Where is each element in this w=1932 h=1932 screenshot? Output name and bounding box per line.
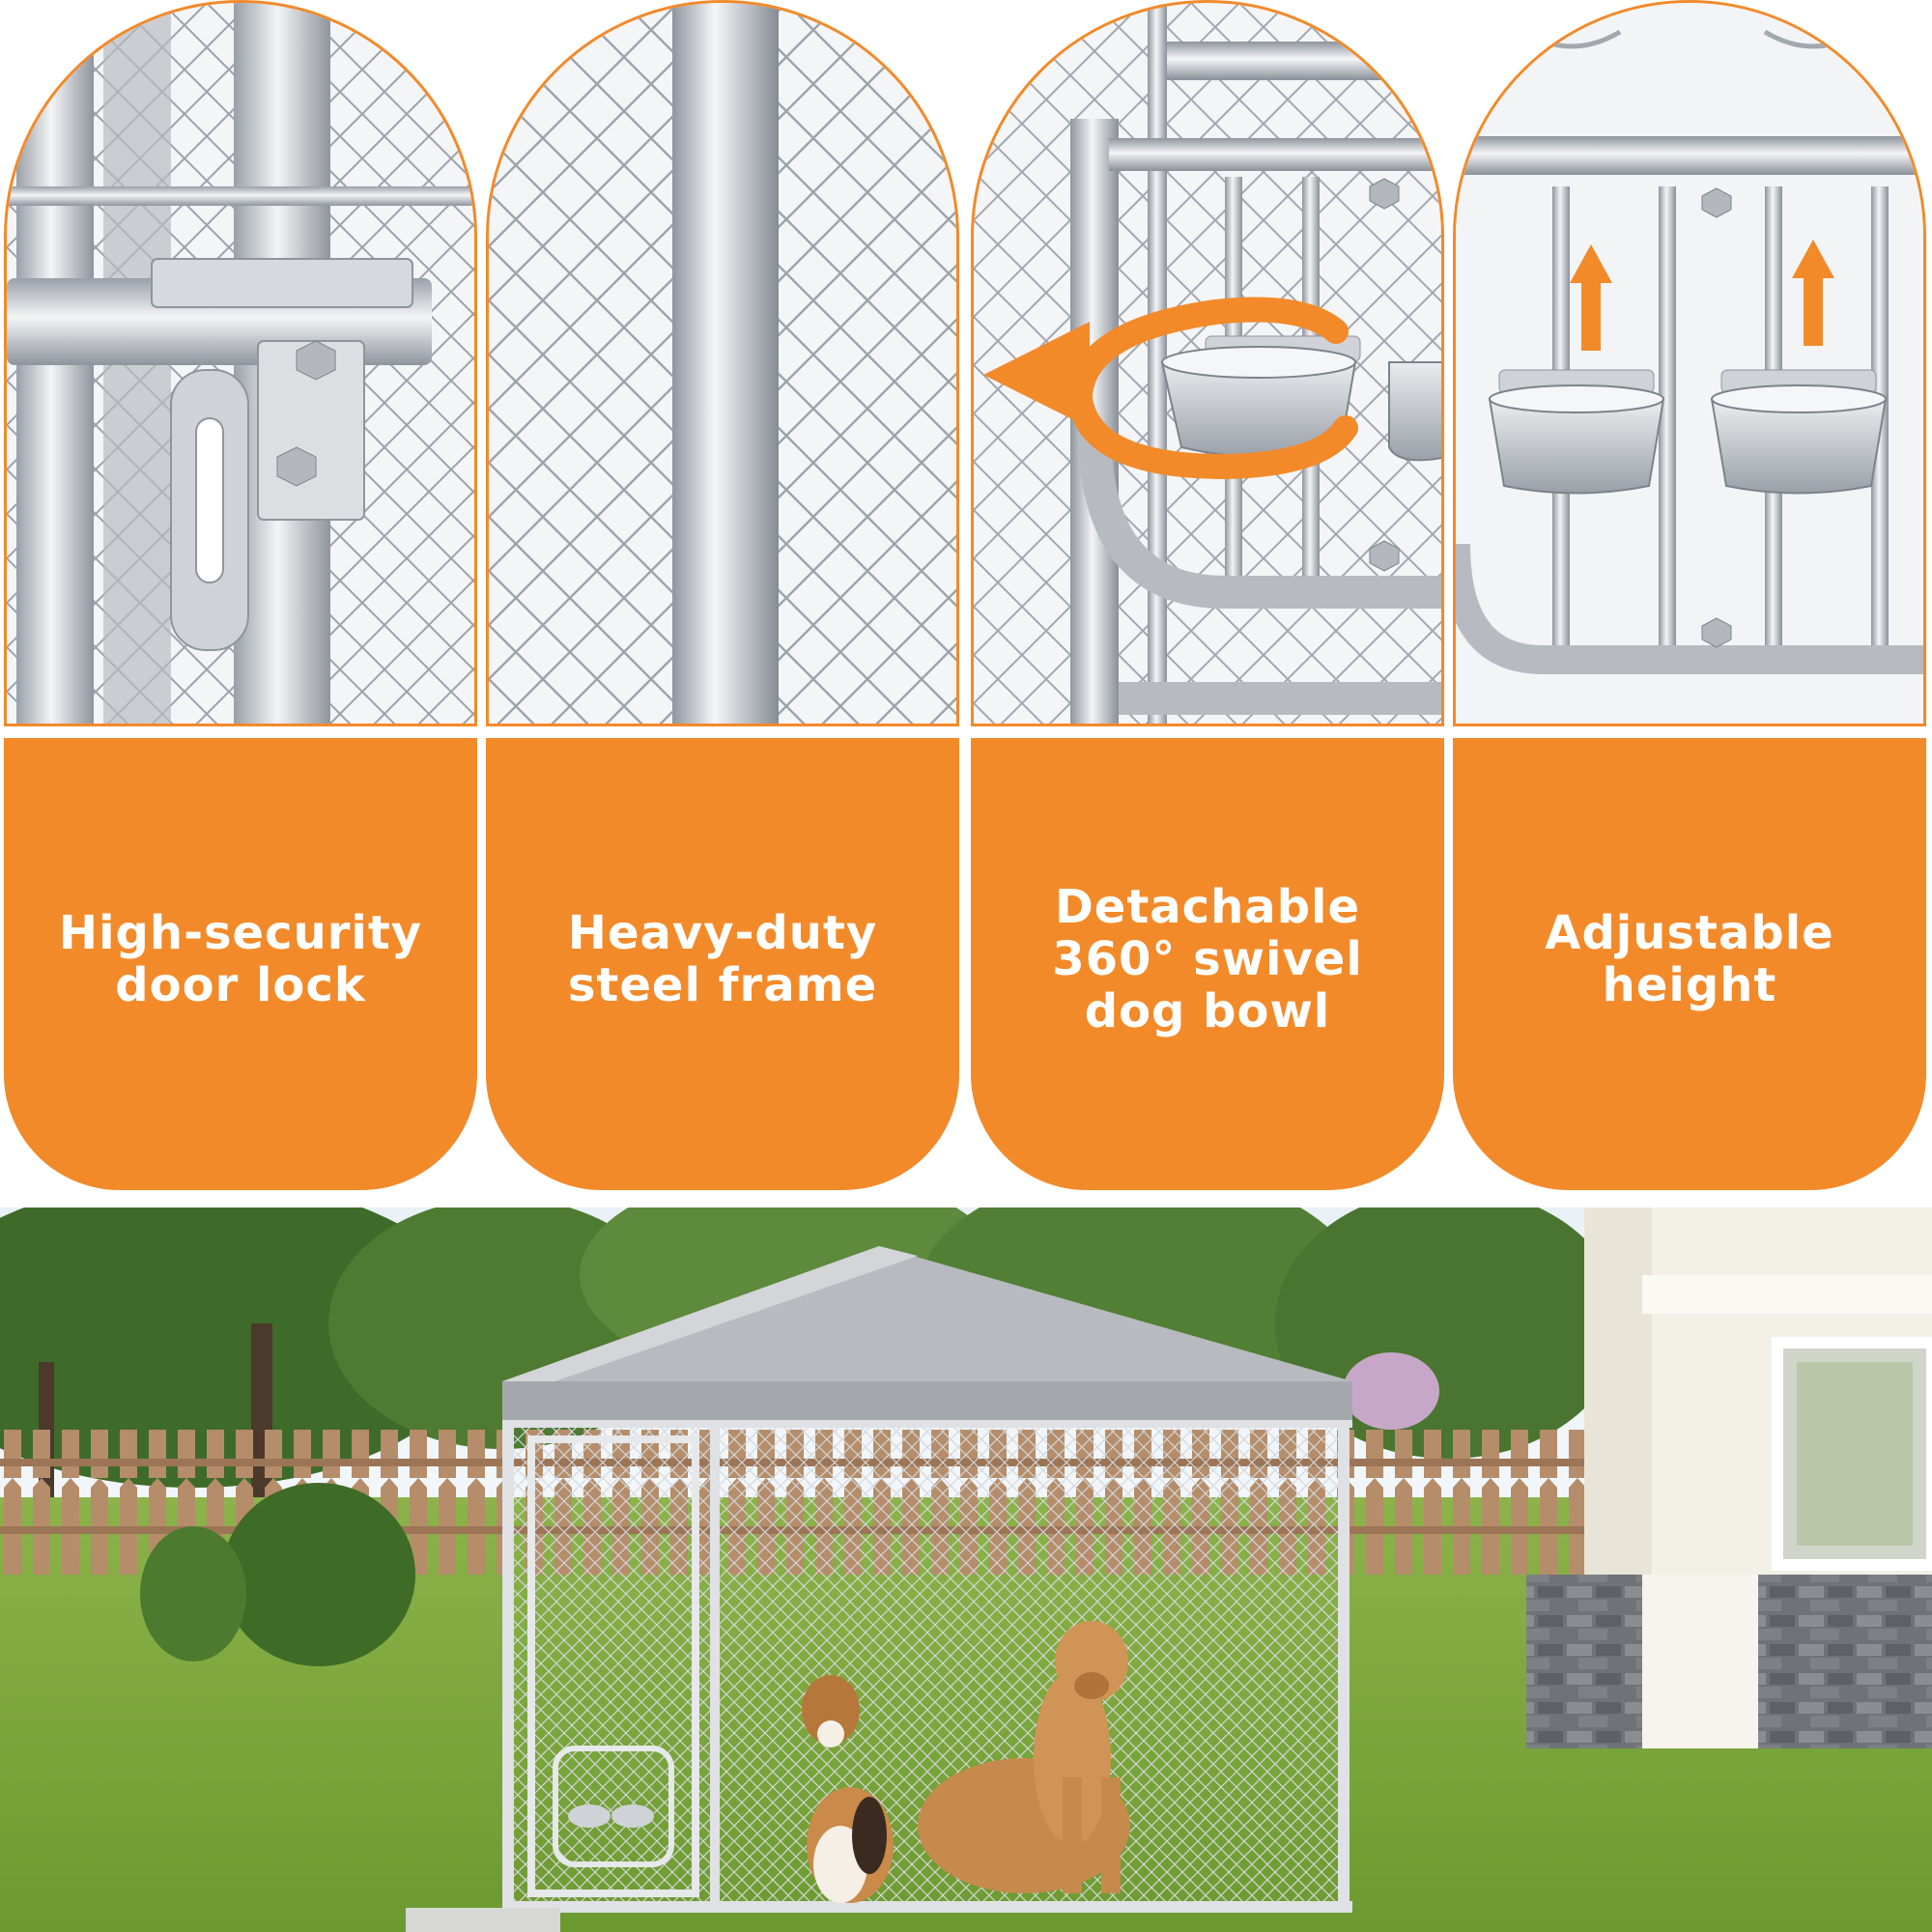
swivel-bowl-photo	[971, 0, 1444, 726]
feature-label-adjustable-height: Adjustable height	[1453, 738, 1926, 1190]
kennel-backyard-scene	[0, 1208, 1932, 1932]
feature-label-swivel-bowl: Detachable 360° swivel dog bowl	[971, 738, 1444, 1190]
feature-label-text: Adjustable height	[1545, 906, 1834, 1012]
adjustable-height-photo	[1453, 0, 1926, 726]
steel-frame-photo	[486, 0, 959, 726]
height-arrow-icon	[1456, 3, 1923, 724]
feature-card-swivel-bowl: Detachable 360° swivel dog bowl	[971, 0, 1444, 1190]
feature-card-adjustable-height: Adjustable height	[1453, 0, 1926, 1190]
feature-label-text: Heavy-duty steel frame	[567, 906, 878, 1012]
feature-card-steel-frame: Heavy-duty steel frame	[486, 0, 959, 1190]
beagle-dog	[802, 1675, 894, 1903]
door-lock-icon	[7, 3, 474, 724]
feature-label-steel-frame: Heavy-duty steel frame	[486, 738, 959, 1190]
golden-retriever-dog	[918, 1621, 1130, 1893]
feature-label-text: Detachable 360° swivel dog bowl	[1052, 880, 1363, 1038]
steel-frame-icon	[489, 3, 956, 724]
feature-card-door-lock: High-security door lock	[4, 0, 477, 1190]
swivel-bowl-icon	[974, 3, 1441, 724]
dog-kennel-image	[0, 1208, 1932, 1932]
feature-label-door-lock: High-security door lock	[4, 738, 477, 1190]
feature-label-text: High-security door lock	[58, 906, 423, 1012]
door-lock-photo	[4, 0, 477, 726]
